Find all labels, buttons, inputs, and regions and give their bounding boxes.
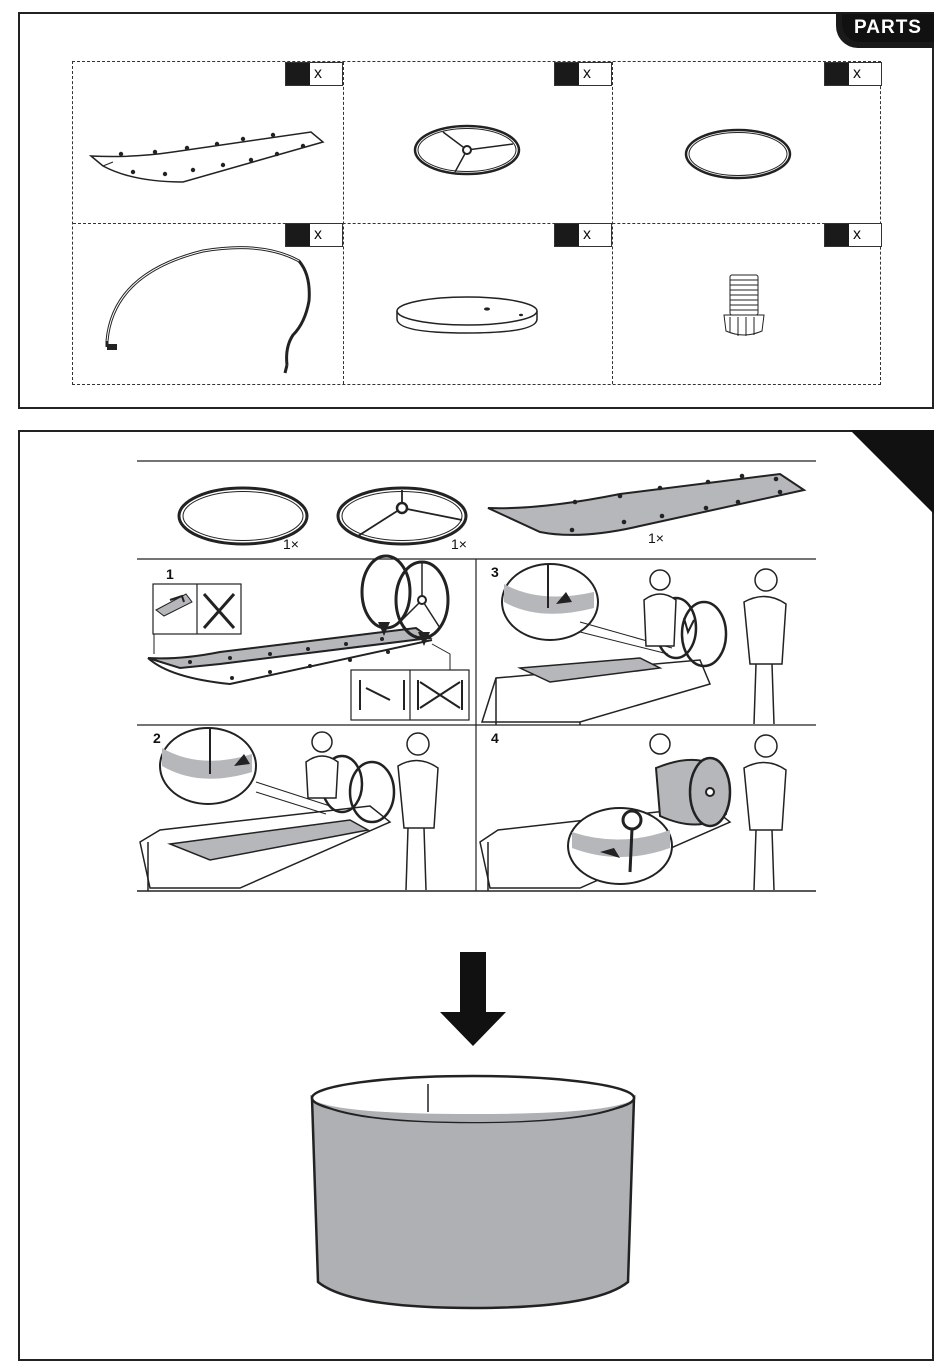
quantity-label: 1× bbox=[648, 530, 664, 546]
parts-panel: PARTS x x bbox=[18, 12, 934, 409]
assembly-panel: 1× 1× 1× 1 2 3 4 bbox=[18, 430, 934, 1361]
fabric-panel-illustration bbox=[73, 62, 343, 223]
quantity-label: 1× bbox=[451, 536, 467, 552]
base-plate-illustration bbox=[343, 223, 612, 386]
parts-tab: PARTS bbox=[836, 12, 934, 48]
part-cell-lamp-arm: x bbox=[73, 223, 343, 386]
parts-tab-label: PARTS bbox=[842, 14, 934, 42]
lamp-arm-illustration bbox=[73, 223, 343, 386]
step-number: 4 bbox=[491, 730, 499, 746]
step-number: 3 bbox=[491, 564, 499, 580]
part-cell-bottom-ring: x bbox=[612, 62, 882, 223]
part-cell-base-plate: x bbox=[343, 223, 612, 386]
top-ring-illustration bbox=[343, 62, 612, 223]
parts-grid: x x bbox=[72, 61, 881, 385]
quantity-label: 1× bbox=[283, 536, 299, 552]
part-cell-top-ring: x bbox=[343, 62, 612, 223]
step-number: 1 bbox=[166, 566, 174, 582]
bottom-ring-illustration bbox=[612, 62, 882, 223]
assembly-illustrations bbox=[20, 432, 936, 1363]
part-cell-fabric-panel: x bbox=[73, 62, 343, 223]
part-cell-bulb-socket: x bbox=[612, 223, 882, 386]
step-number: 2 bbox=[153, 730, 161, 746]
bulb-socket-illustration bbox=[612, 223, 882, 386]
